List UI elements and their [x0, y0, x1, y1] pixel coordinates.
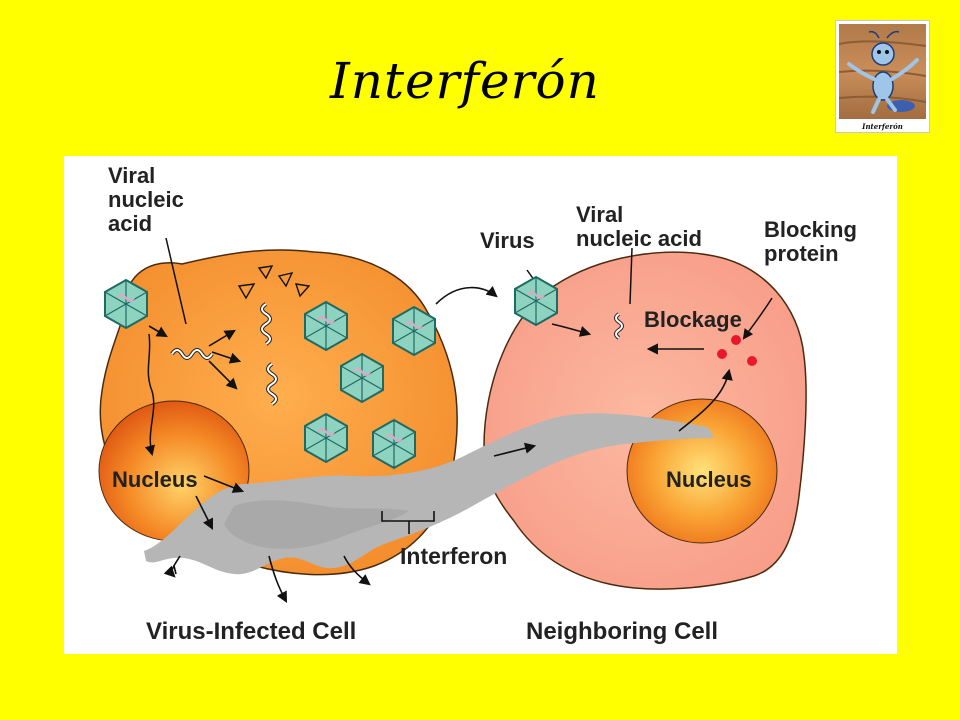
label-nucleus-left: Nucleus — [112, 467, 198, 492]
thumbnail-caption: Interferón — [862, 122, 903, 131]
label-nucleus-right: Nucleus — [666, 467, 752, 492]
virus-icon — [392, 305, 436, 357]
interferon-diagram — [98, 237, 807, 603]
label-viral-nucleic-acid-right: Viral nucleic acid — [576, 202, 702, 251]
blocking-protein-dot — [717, 349, 727, 359]
label-blockage: Blockage — [644, 307, 742, 332]
label-blocking-protein: Blocking protein — [764, 217, 857, 266]
virus-icon — [304, 300, 348, 352]
cartoon-figure-icon — [839, 24, 926, 119]
label-virus: Virus — [480, 228, 535, 253]
label-virus-infected-cell: Virus-Infected Cell — [146, 618, 357, 645]
virus-icon — [104, 278, 148, 330]
label-viral-nucleic-acid-left: Viral nucleic acid — [108, 163, 184, 236]
blocking-protein-dot — [731, 335, 741, 345]
virus-icon — [340, 352, 384, 404]
interferon-thumbnail: Interferón — [835, 20, 930, 133]
slide-title: Interferón — [330, 52, 600, 110]
blocking-protein-dot — [747, 356, 757, 366]
virus-icon — [514, 275, 558, 327]
label-neighboring-cell: Neighboring Cell — [526, 618, 718, 645]
virus-icon — [372, 418, 416, 470]
diagram-panel: Viral nucleic acid Virus Viral nucleic a… — [64, 156, 897, 654]
virus-icon — [304, 412, 348, 464]
label-interferon: Interferon — [400, 543, 508, 569]
interferon-cloud-lower — [224, 500, 409, 549]
